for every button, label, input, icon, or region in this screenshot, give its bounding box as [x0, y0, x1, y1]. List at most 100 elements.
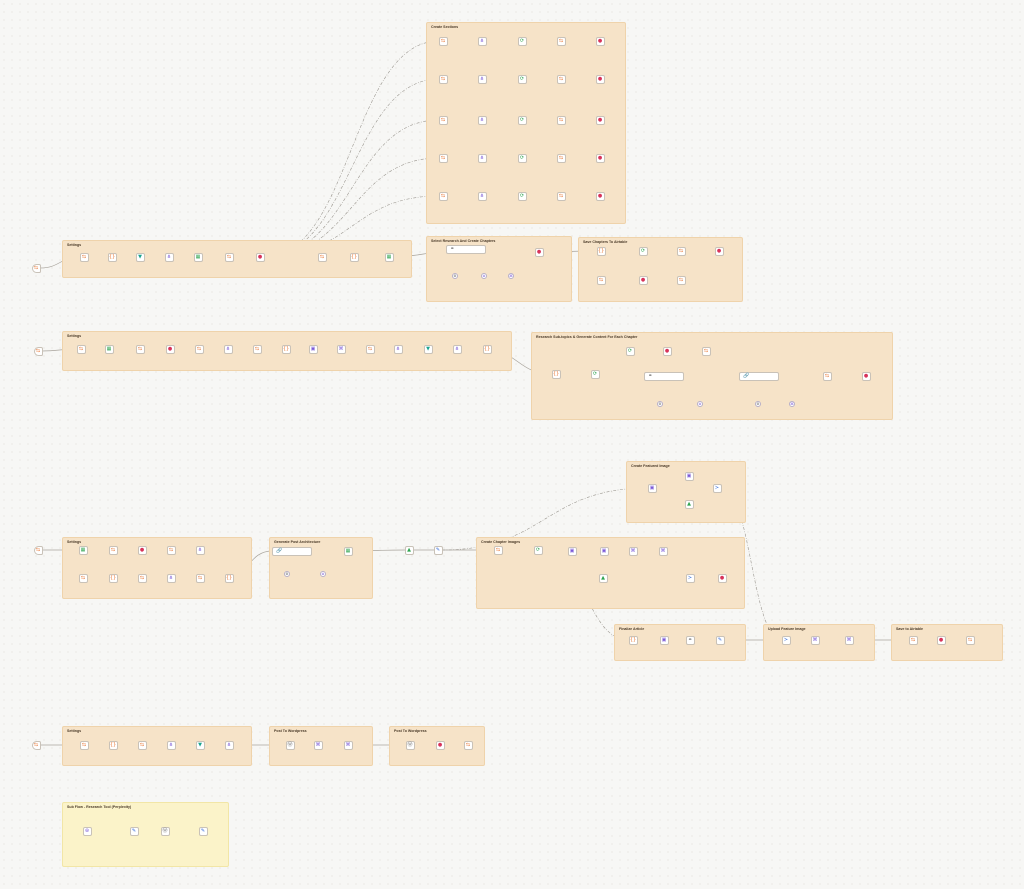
sub-node-http[interactable]: ⌘: [508, 273, 514, 279]
node-image[interactable]: ▣: [567, 546, 577, 556]
sub-node-gear[interactable]: ⚙: [284, 571, 290, 577]
node-airtable[interactable]: ⇆: [252, 344, 262, 354]
node-split[interactable]: ⋔: [223, 344, 233, 354]
node-loop[interactable]: ⟳: [638, 246, 648, 256]
node-airtable[interactable]: ⇆: [79, 252, 89, 262]
node-switch[interactable]: ≻: [781, 635, 791, 645]
node-split[interactable]: ⋔: [477, 153, 487, 163]
node-link[interactable]: 🔗: [272, 546, 312, 556]
sub-node-gear[interactable]: ⚙: [755, 401, 761, 407]
node-split[interactable]: ⋔: [477, 36, 487, 46]
node-http[interactable]: ⌘: [810, 635, 820, 645]
node-stop[interactable]: ●: [435, 740, 445, 750]
node-wp[interactable]: Ⓦ: [285, 740, 295, 750]
node-code[interactable]: {}: [551, 369, 561, 379]
node-airtable[interactable]: ⇆: [194, 344, 204, 354]
node-airtable[interactable]: ⇆: [137, 740, 147, 750]
group-settings-3[interactable]: Settings: [62, 537, 252, 599]
node-airtable[interactable]: ⇆: [493, 545, 503, 555]
node-wp[interactable]: Ⓦ: [160, 826, 170, 836]
node-code[interactable]: {}: [628, 635, 638, 645]
node-edit[interactable]: ✎: [433, 545, 443, 555]
node-edit[interactable]: ✎: [715, 635, 725, 645]
node-image[interactable]: ▣: [647, 483, 657, 493]
node-edit[interactable]: ✎: [129, 826, 139, 836]
node-airtable[interactable]: ⇆: [556, 36, 566, 46]
node-airtable[interactable]: ⇆: [79, 740, 89, 750]
node-airtable[interactable]: ⇆: [438, 74, 448, 84]
node-airtable[interactable]: ⇆: [908, 635, 918, 645]
node-stop[interactable]: ●: [165, 344, 175, 354]
node-http[interactable]: ⌘: [343, 740, 353, 750]
node-split[interactable]: ⋔: [452, 344, 462, 354]
node-airtable[interactable]: ⇆: [166, 545, 176, 555]
sub-node-webhook[interactable]: ⊛: [481, 273, 487, 279]
node-airtable[interactable]: ⇆: [701, 346, 711, 356]
node-switch[interactable]: ≻: [712, 483, 722, 493]
node-code[interactable]: {}: [107, 252, 117, 262]
node-split[interactable]: ⋔: [166, 573, 176, 583]
group-research-subtopics[interactable]: Research Sub-topics & Generate Content F…: [531, 332, 893, 420]
node-stop[interactable]: ●: [936, 635, 946, 645]
node-airtable[interactable]: ⇆: [676, 246, 686, 256]
trigger-node-trigger[interactable]: ⇆: [31, 263, 41, 273]
node-stop[interactable]: ●: [717, 573, 727, 583]
group-create-chapter-images[interactable]: Create Chapter Images: [476, 537, 745, 609]
node-airtable[interactable]: ⇆: [137, 573, 147, 583]
node-split[interactable]: ⋔: [393, 344, 403, 354]
node-image[interactable]: ▣: [308, 344, 318, 354]
node-image[interactable]: ▣: [659, 635, 669, 645]
node-airtable[interactable]: ⇆: [822, 371, 832, 381]
node-http[interactable]: ⌘: [844, 635, 854, 645]
node-filter[interactable]: ▼: [135, 252, 145, 262]
node-stop[interactable]: ●: [595, 191, 605, 201]
node-code[interactable]: {}: [596, 246, 606, 256]
node-split[interactable]: ⋔: [164, 252, 174, 262]
node-stop[interactable]: ●: [638, 275, 648, 285]
node-stop[interactable]: ●: [714, 246, 724, 256]
node-airtable[interactable]: ⇆: [108, 545, 118, 555]
node-airtable[interactable]: ⇆: [676, 275, 686, 285]
node-airtable[interactable]: ⇆: [76, 344, 86, 354]
node-split[interactable]: ⋔: [477, 191, 487, 201]
node-sheet[interactable]: ▦: [193, 252, 203, 262]
node-airtable[interactable]: ⇆: [135, 344, 145, 354]
trigger-node-trigger[interactable]: ⇆: [33, 346, 43, 356]
group-save-to-airtable[interactable]: Save to Airtable: [891, 624, 1003, 661]
node-airtable[interactable]: ⇆: [317, 252, 327, 262]
node-airtable[interactable]: ⇆: [438, 191, 448, 201]
node-stop[interactable]: ●: [662, 346, 672, 356]
node-loop[interactable]: ⟳: [517, 153, 527, 163]
node-airtable[interactable]: ⇆: [965, 635, 975, 645]
node-loop[interactable]: ⟳: [625, 346, 635, 356]
node-image[interactable]: ▣: [599, 546, 609, 556]
node-sheet[interactable]: ▦: [78, 545, 88, 555]
node-airtable[interactable]: ⇆: [365, 344, 375, 354]
node-wp[interactable]: Ⓦ: [405, 740, 415, 750]
node-stop[interactable]: ●: [861, 371, 871, 381]
node-code[interactable]: {}: [349, 252, 359, 262]
node-http[interactable]: ⌘: [313, 740, 323, 750]
node-code[interactable]: {}: [482, 344, 492, 354]
node-loop[interactable]: ⟳: [517, 36, 527, 46]
node-loop[interactable]: ⟳: [517, 115, 527, 125]
node-airtable[interactable]: ⇆: [556, 115, 566, 125]
group-select-research[interactable]: Select Research And Create Chapters: [426, 236, 572, 302]
node-sheet[interactable]: ▦: [343, 546, 353, 556]
node-stop[interactable]: ●: [137, 545, 147, 555]
node-airtable[interactable]: ⇆: [438, 153, 448, 163]
sub-node-webhook[interactable]: ⊛: [320, 571, 326, 577]
node-loop[interactable]: ⟳: [533, 545, 543, 555]
node-stop[interactable]: ●: [534, 247, 544, 257]
node-webhook[interactable]: ⊛: [82, 826, 92, 836]
node-split[interactable]: ⋔: [195, 545, 205, 555]
node-airtable[interactable]: ⇆: [556, 191, 566, 201]
node-airtable[interactable]: ⇆: [224, 252, 234, 262]
node-split[interactable]: ⋔: [477, 74, 487, 84]
node-code[interactable]: {}: [108, 573, 118, 583]
node-switch[interactable]: ≻: [685, 573, 695, 583]
node-airtable[interactable]: ⇆: [556, 153, 566, 163]
node-agent[interactable]: ⚭: [644, 371, 684, 381]
node-drive[interactable]: ▲: [404, 545, 414, 555]
